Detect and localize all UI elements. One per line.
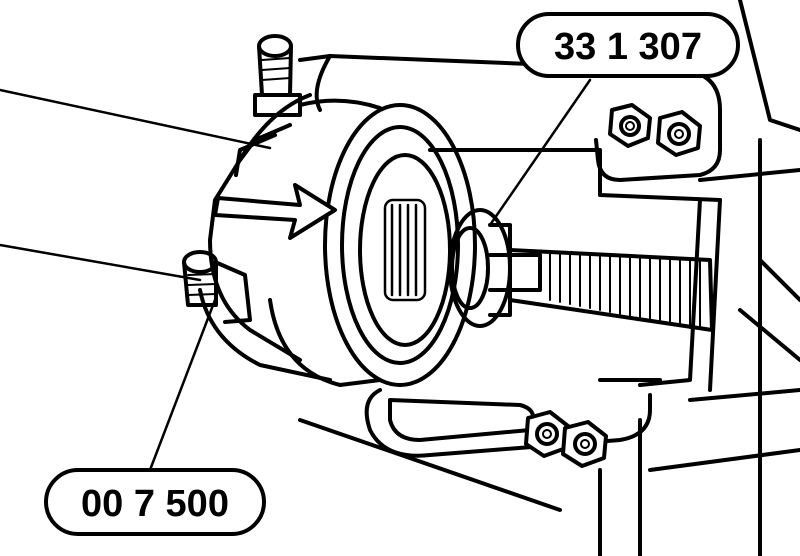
thrust-adapter: [448, 208, 512, 328]
threaded-spindle: [488, 248, 714, 332]
shaft: [0, 88, 272, 282]
leader-lines: [148, 78, 592, 472]
callout-part-number-top: 33 1 307: [516, 12, 740, 78]
callout-label-bottom: 00 7 500: [81, 483, 229, 525]
upper-bolt: [253, 34, 302, 117]
spline-shaft: [383, 198, 427, 302]
puller-lower-arm: [298, 388, 652, 512]
lower-nuts: [524, 410, 608, 468]
callout-part-number-bottom: 00 7 500: [44, 468, 266, 536]
direction-arrow-icon: [213, 183, 337, 240]
housing-frame: [598, 0, 800, 556]
callout-label-top: 33 1 307: [554, 26, 702, 68]
upper-nuts: [608, 103, 702, 157]
lower-bolt: [182, 250, 252, 324]
clamp-housing: [198, 93, 332, 382]
bearing: [268, 98, 477, 387]
